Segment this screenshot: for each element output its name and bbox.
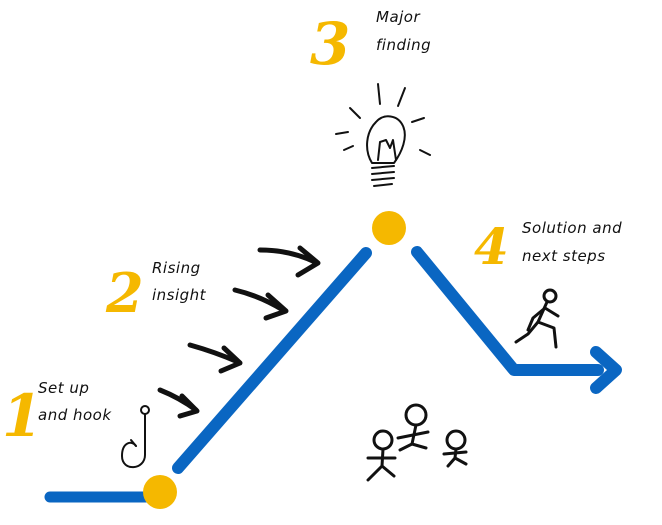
arrow-icon [232, 287, 289, 321]
fishing-hook-icon [121, 405, 150, 469]
arrow-icon [157, 387, 200, 419]
step-1-label-line2: and hook [38, 406, 112, 424]
step-3-number: 3 [310, 10, 350, 78]
path-rising-segment [172, 247, 372, 474]
step-1-number: 1 [2, 382, 42, 450]
step-2-label-line1: Rising [152, 259, 201, 277]
peak-node [372, 211, 406, 245]
lightbulb-icon [335, 83, 431, 187]
story-path [44, 246, 622, 503]
people-group-icon [366, 403, 468, 482]
arrow-icon [187, 342, 243, 374]
step-2-label-line2: insight [152, 286, 207, 304]
step-3-label-line1: Major [376, 8, 420, 26]
arrow-icon [257, 245, 321, 278]
step-3-label-line2: finding [376, 36, 431, 54]
step-2-number: 2 [105, 261, 144, 325]
running-person-icon [514, 288, 560, 349]
path-end-arrowhead-icon [590, 346, 622, 394]
step-4-label-line1: Solution and [522, 219, 622, 237]
step-4-number: 4 [474, 217, 509, 276]
path-falling-segment [411, 246, 604, 376]
step-4-label-line2: next steps [522, 247, 606, 265]
step-1-label-line1: Set up [38, 379, 89, 397]
rising-arrows [157, 245, 321, 419]
start-node [143, 475, 177, 509]
